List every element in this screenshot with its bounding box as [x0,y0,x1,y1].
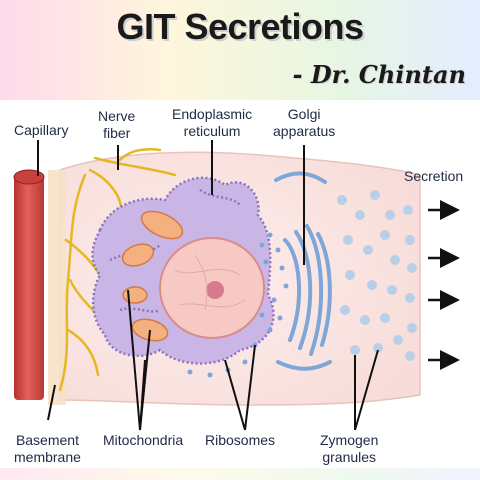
capillary [13,169,45,400]
label-nerve-fiber-line1: Nerve [98,108,136,124]
golgi-apparatus [274,171,332,371]
label-golgi-apparatus: Golgi apparatus [273,106,335,140]
label-zymogen-line1: Zymogen [320,432,379,448]
label-capillary: Capillary [14,122,69,138]
page-title: GIT Secretions [116,6,364,47]
label-golgi-line2: apparatus [273,123,336,139]
ribosomes [187,232,289,378]
zymogen-granules [337,190,417,361]
label-ribosomes: Ribosomes [205,432,276,448]
label-basement-membrane: Basement membrane [14,432,81,466]
label-mitochondria: Mitochondria [103,432,184,448]
label-endoplasmic-reticulum: Endoplasmic reticulum [172,106,252,140]
label-zymogen-granules: Zymogen granules [320,432,378,466]
secretion-arrows [428,200,460,370]
label-golgi-line1: Golgi [287,106,321,122]
basement-membrane [48,170,66,405]
label-nerve-fiber-line2: fiber [103,125,131,141]
label-basement-line2: membrane [14,449,81,465]
label-er-line1: Endoplasmic [172,106,253,122]
nucleus [159,237,265,339]
label-er-line2: reticulum [183,123,241,139]
label-nerve-fiber: Nerve fiber [98,108,135,142]
leader-lines [37,140,379,431]
label-secretion: Secretion [404,168,464,184]
author-credit: - Dr. Chintan [292,60,466,89]
label-zymogen-line2: granules [322,449,377,465]
label-basement-line1: Basement [15,432,79,448]
